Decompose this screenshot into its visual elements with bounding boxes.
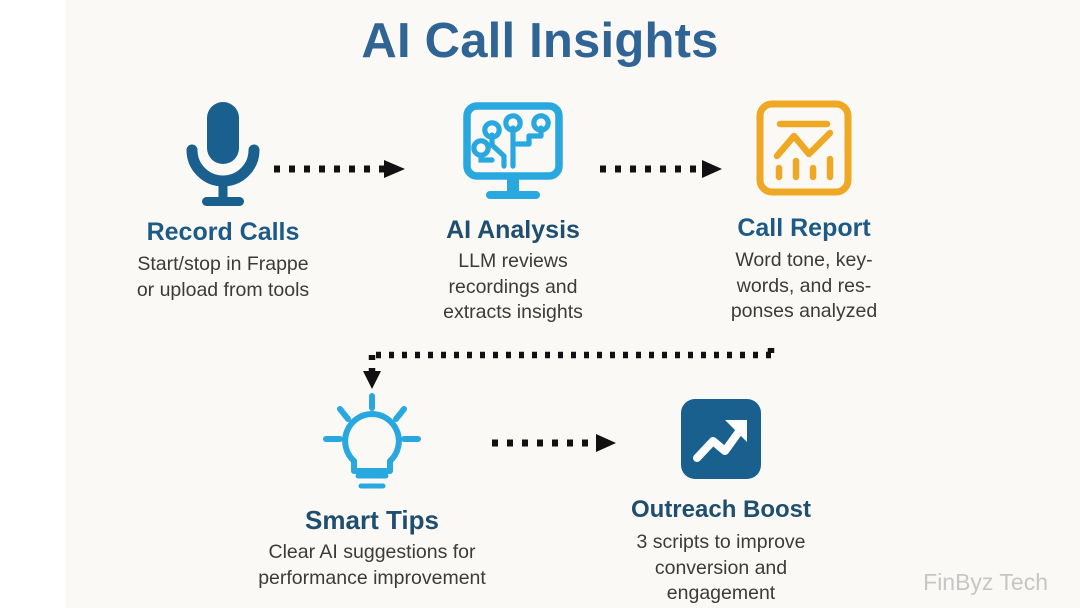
step-title: AI Analysis (446, 216, 580, 244)
step-description-line: extracts insights (443, 301, 583, 323)
step-description: Word tone, key- words, and res- ponses a… (692, 248, 916, 325)
page-title: AI Call Insights (361, 14, 719, 68)
step-description-line: Word tone, key- (735, 249, 873, 271)
chart-report-icon (756, 100, 852, 196)
step-description-line: ponses analyzed (730, 300, 878, 322)
step-smart-tips: Smart Tips Clear AI suggestions for perf… (248, 392, 496, 591)
step-description-line: or upload from tools (136, 278, 310, 301)
step-description-line: engagement (666, 582, 776, 604)
trending-up-icon (681, 399, 761, 479)
step-ai-analysis: AI Analysis LLM reviews recordings and e… (393, 98, 633, 326)
step-description-line: LLM reviews (458, 250, 568, 272)
step-call-report: Call Report Word tone, key- words, and r… (692, 98, 916, 325)
step-description-line: 3 scripts to improve (636, 531, 806, 553)
lightbulb-icon (323, 393, 421, 489)
step-title: Outreach Boost (630, 496, 812, 523)
step-outreach-boost: Outreach Boost 3 scripts to improve conv… (610, 396, 832, 607)
background-panel (66, 0, 1080, 608)
ai-monitor-icon (463, 102, 563, 199)
step-description-line: recordings and (448, 275, 578, 298)
connector-analysis-to-report (600, 160, 722, 178)
step-title: Call Report (737, 214, 871, 242)
step-record-calls: Record Calls Start/stop in Frappe or upl… (92, 98, 354, 303)
watermark: FinByz Tech (923, 569, 1048, 595)
step-description: Start/stop in Frappe or upload from tool… (92, 252, 354, 303)
step-description-line: performance improvement (258, 566, 486, 589)
step-description: 3 scripts to improve conversion and enga… (610, 530, 832, 607)
step-description: LLM reviews recordings and extracts insi… (393, 249, 633, 326)
step-title: Record Calls (146, 218, 300, 246)
step-title: Smart Tips (305, 505, 439, 535)
connector-report-to-tips (363, 348, 775, 389)
connector-record-to-analysis (274, 160, 405, 178)
step-description-line: Clear AI suggestions for (268, 541, 476, 563)
step-description-line: words, and res- (736, 274, 872, 297)
step-description-line: conversion and (654, 556, 788, 579)
step-description: Clear AI suggestions for performance imp… (248, 540, 496, 591)
connector-tips-to-outreach (492, 434, 616, 452)
microphone-icon (186, 102, 260, 206)
step-description-line: Start/stop in Frappe (137, 253, 309, 275)
